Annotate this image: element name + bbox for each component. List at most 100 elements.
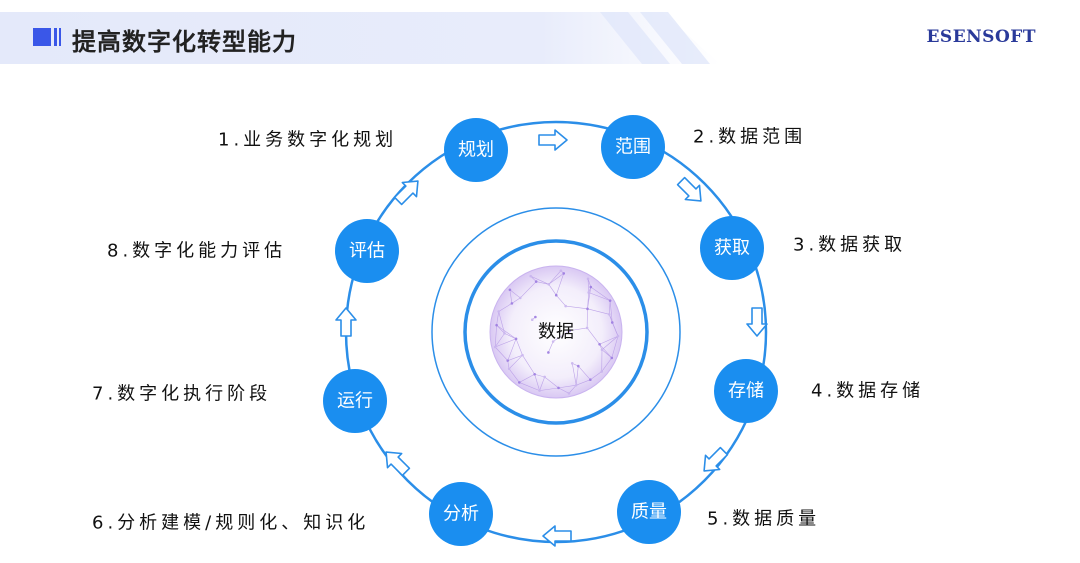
sphere-mesh-node	[586, 307, 589, 311]
sphere-mesh-line	[568, 384, 577, 394]
sphere-mesh-line	[571, 363, 577, 386]
sphere-mesh-node	[559, 269, 563, 272]
node-scope-label: 范围	[615, 137, 651, 158]
node-acquire[interactable]: 获取	[700, 216, 764, 280]
sphere-mesh-node	[534, 280, 538, 283]
node-analysis[interactable]: 分析	[429, 482, 493, 546]
sphere-mesh-node	[529, 274, 533, 278]
data-sphere	[489, 265, 623, 399]
sphere-mesh-line	[495, 338, 517, 348]
sphere-mesh-node	[589, 285, 593, 289]
sphere-mesh-line	[601, 349, 612, 359]
cycle-arrow-4	[703, 446, 729, 472]
sphere-mesh-node	[510, 302, 514, 305]
step-label-4: 4.数据存储	[811, 381, 924, 402]
sphere-mesh-line	[608, 314, 613, 323]
node-evaluate[interactable]: 评估	[335, 219, 399, 283]
sphere-mesh-line	[496, 311, 499, 326]
sphere-mesh-node	[547, 351, 550, 354]
sphere-mesh-node	[493, 345, 497, 349]
sphere-mesh-line	[587, 286, 592, 309]
sphere-mesh-node	[543, 375, 546, 379]
center-label: 数据	[538, 322, 574, 343]
sphere-mesh-node	[600, 348, 604, 352]
title-accent-bar-thin	[59, 28, 61, 46]
step-label-2: 2.数据范围	[693, 127, 806, 148]
sphere-mesh-node	[507, 367, 511, 371]
sphere-mesh-node	[521, 353, 524, 357]
node-quality[interactable]: 质量	[617, 480, 681, 544]
sphere-mesh-line	[555, 273, 565, 296]
sphere-mesh-line	[530, 275, 549, 285]
sphere-mesh-line	[520, 281, 537, 299]
sphere-mesh-line	[587, 278, 590, 293]
sphere-mesh-line	[504, 333, 517, 340]
step-label-8: 8.数字化能力评估	[107, 241, 286, 262]
sphere-mesh-node	[533, 372, 536, 376]
sphere-mesh-line	[508, 368, 520, 383]
sphere-mesh-line	[590, 286, 611, 301]
cycle-arrow-7	[335, 307, 357, 337]
sphere-mesh-line	[588, 292, 611, 301]
sphere-mesh-node	[495, 323, 498, 327]
sphere-mesh-line	[569, 327, 588, 331]
cycle-arrow-8	[393, 180, 419, 206]
step-label-7: 7.数字化执行阶段	[92, 384, 271, 405]
sphere-mesh-node	[574, 383, 578, 387]
sphere-mesh-line	[507, 354, 523, 361]
node-plan[interactable]: 规划	[444, 118, 508, 182]
sphere-mesh-line	[507, 360, 510, 369]
cycle-arrow-2	[676, 176, 702, 202]
node-store-label: 存储	[728, 381, 764, 402]
sphere-mesh-node	[534, 315, 537, 319]
node-run[interactable]: 运行	[323, 369, 387, 433]
cycle-arrow-3	[746, 307, 768, 337]
sphere-mesh-line	[509, 289, 513, 304]
sphere-mesh-node	[610, 321, 614, 324]
sphere-mesh-line	[587, 308, 610, 315]
sphere-mesh-line	[609, 300, 613, 323]
sphere-mesh-line	[515, 338, 523, 356]
sphere-mesh-line	[522, 355, 535, 375]
sphere-mesh-line	[539, 376, 545, 391]
sphere-mesh-line	[519, 373, 535, 383]
sphere-mesh-node	[585, 326, 589, 330]
sphere-mesh-line	[498, 311, 505, 334]
brand-logo: ESENSOFT	[926, 27, 1036, 47]
sphere-mesh-line	[548, 341, 554, 353]
sphere-mesh-line	[599, 335, 619, 345]
sphere-mesh-line	[608, 300, 611, 315]
sphere-mesh-line	[509, 289, 521, 299]
sphere-mesh-line	[599, 344, 612, 359]
sphere-mesh-node	[568, 329, 572, 332]
page-title: 提高数字化转型能力	[72, 28, 297, 56]
sphere-mesh-node	[616, 334, 620, 338]
sphere-mesh-line	[494, 333, 505, 348]
node-store[interactable]: 存储	[714, 359, 778, 423]
sphere-mesh-node	[518, 381, 521, 384]
cycle-arrow-1	[538, 129, 568, 151]
sphere-mesh-line	[548, 270, 562, 285]
node-acquire-label: 获取	[714, 238, 750, 259]
sphere-mesh-line	[494, 346, 508, 361]
sphere-mesh-line	[575, 366, 579, 386]
sphere-mesh-node	[503, 332, 506, 335]
sphere-mesh-line	[536, 281, 549, 285]
sphere-mesh-line	[496, 324, 517, 340]
sphere-mesh-line	[496, 324, 505, 334]
sphere-mesh-line	[548, 284, 557, 296]
step-label-1: 1.业务数字化规划	[218, 130, 397, 151]
cycle-arrows	[335, 129, 768, 547]
sphere-mesh-line	[498, 303, 513, 312]
sphere-mesh-line	[544, 376, 559, 389]
sphere-mesh-line	[548, 273, 564, 285]
header-band	[0, 12, 720, 64]
inner-halo-ring	[463, 239, 649, 425]
node-scope[interactable]: 范围	[601, 115, 665, 179]
sphere-mesh-line	[511, 297, 521, 304]
sphere-mesh-node	[570, 362, 574, 365]
sphere-mesh-node	[557, 386, 560, 390]
step-label-5: 5.数据质量	[707, 509, 820, 530]
sphere-mesh-node	[551, 340, 555, 343]
